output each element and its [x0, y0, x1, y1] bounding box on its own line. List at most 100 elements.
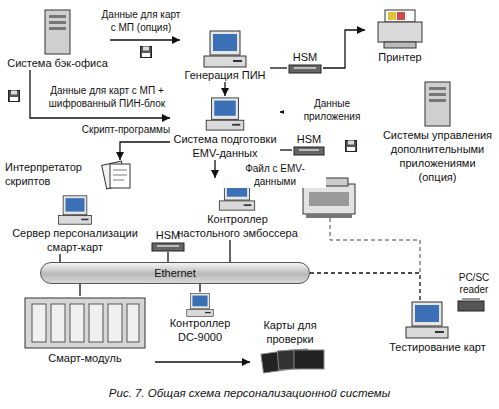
floppy-icon — [346, 141, 357, 152]
script-pages — [113, 175, 127, 176]
smart-module-rack — [25, 298, 145, 348]
embosser-machine — [306, 214, 352, 218]
node-label: Системы управления дополнительными прило… — [380, 128, 495, 184]
connector — [270, 67, 287, 68]
printer-icon — [397, 12, 405, 20]
test-cards — [294, 350, 324, 369]
printer-icon — [378, 10, 422, 48]
hsm-device — [289, 65, 321, 73]
script-pages — [102, 161, 130, 189]
hsm-device — [289, 65, 321, 73]
floppy-icon — [9, 91, 20, 102]
server-tower — [429, 99, 446, 102]
connector — [79, 284, 80, 296]
script-pages — [113, 170, 127, 171]
printer-icon — [384, 42, 416, 48]
server-tower — [45, 10, 70, 54]
printer-icon — [378, 22, 422, 42]
hsm-device — [299, 149, 319, 151]
computer-icon — [187, 294, 214, 317]
connector — [167, 252, 168, 262]
card-reader — [462, 298, 480, 301]
node-label: HSM — [292, 132, 326, 146]
node-label: Интерпретатор скриптов — [5, 160, 95, 188]
connector — [224, 82, 225, 96]
dashed-link — [330, 218, 420, 273]
connector — [199, 284, 200, 292]
edge-label: Скрипт-программы — [80, 123, 172, 136]
interpreter-box: Интерпретатор скриптов — [5, 160, 135, 188]
card-reader — [458, 298, 484, 311]
node-label: Смарт-модуль — [15, 351, 155, 365]
connector — [120, 142, 170, 160]
hsm-device — [294, 67, 316, 69]
computer-box: Система подготовки EMV-данных — [170, 96, 280, 160]
server-tower — [429, 87, 446, 90]
hsm-box: HSM — [287, 50, 323, 74]
connector — [280, 149, 292, 150]
node-label: HSM — [287, 50, 323, 64]
connector — [214, 160, 215, 178]
edge-label: Данные приложения — [284, 97, 380, 123]
edge-label: Файл с EMV-данными — [224, 162, 326, 188]
hsm-device — [294, 147, 324, 155]
computer-icon — [204, 31, 246, 67]
node-label: Тестирование карт — [385, 340, 490, 354]
script-pages — [113, 180, 124, 181]
figure-caption: Рис. 7. Общая схема персонализационной с… — [0, 386, 499, 400]
smart-module-rack — [108, 304, 122, 342]
node-label: Ethernet — [41, 266, 309, 280]
hsm-device — [157, 245, 179, 247]
server-tower — [429, 93, 446, 96]
server-tower — [49, 27, 66, 30]
node-label: Система бэк-офиса — [5, 56, 110, 70]
server-box: Системы управления дополнительными прило… — [380, 80, 495, 184]
connector — [59, 254, 60, 262]
edge-label: Данные для карт с МП + шифрованный ПИН-б… — [40, 84, 174, 110]
floppy-icon — [141, 47, 152, 58]
device-label: PC/SC reader — [452, 272, 496, 296]
node-label: Контроллер DC-9000 — [160, 316, 240, 344]
rack-box: Смарт-модуль — [15, 296, 155, 365]
node-label: Система подготовки EMV-данных — [170, 132, 280, 160]
node-label: Генерация ПИН — [180, 68, 270, 82]
smart-module-rack — [32, 304, 46, 342]
node-label: Карты для проверки — [250, 318, 330, 346]
printer-box: Принтер — [365, 8, 435, 64]
connector — [310, 273, 420, 300]
computer-box: Контроллер DC-9000 — [160, 292, 240, 344]
hsm-device — [152, 243, 184, 251]
server-tower — [425, 82, 450, 126]
embosser-machine — [303, 184, 355, 214]
smart-module-rack — [51, 304, 65, 342]
printer-icon — [385, 10, 415, 22]
connector — [110, 39, 180, 40]
computer-box: Генерация ПИН — [180, 28, 270, 82]
hsm-device — [152, 243, 184, 251]
script-pages — [110, 164, 130, 188]
smart-module-rack — [127, 304, 139, 342]
network-bus: Ethernet — [40, 262, 310, 284]
test-cards — [261, 349, 324, 373]
server-tower — [49, 15, 66, 18]
cards-box: Карты для проверки — [250, 318, 330, 378]
card-reader — [458, 301, 484, 311]
server-tower — [45, 10, 70, 54]
server-tower — [49, 21, 66, 24]
node-label: Сервер персонализации смарт-карт — [5, 226, 145, 254]
connector — [323, 30, 365, 68]
computer-icon — [206, 98, 244, 130]
computer-icon — [58, 196, 91, 224]
smart-module-rack — [70, 304, 84, 342]
connector — [229, 240, 230, 262]
smart-module-rack — [89, 304, 103, 342]
smart-module-rack — [25, 298, 145, 348]
node-label: Принтер — [365, 50, 435, 64]
embosser-machine — [309, 192, 349, 206]
computer-box: Тестирование карт — [385, 300, 490, 354]
computer-box: Сервер персонализации смарт-карт — [5, 194, 145, 254]
hsm-box: HSM — [292, 132, 326, 156]
node-label: Контроллер настольного эмбоссера — [175, 212, 300, 240]
server-tower — [425, 82, 450, 126]
